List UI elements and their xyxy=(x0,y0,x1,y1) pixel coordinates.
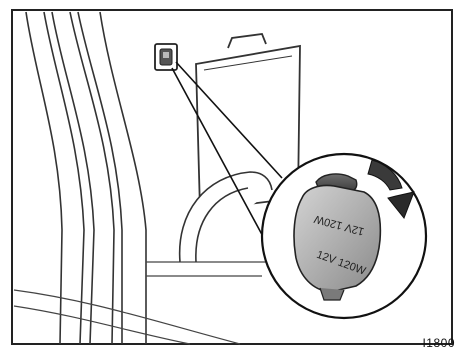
figure-code-label: I1800 xyxy=(422,336,455,350)
socket-icon xyxy=(155,44,177,70)
